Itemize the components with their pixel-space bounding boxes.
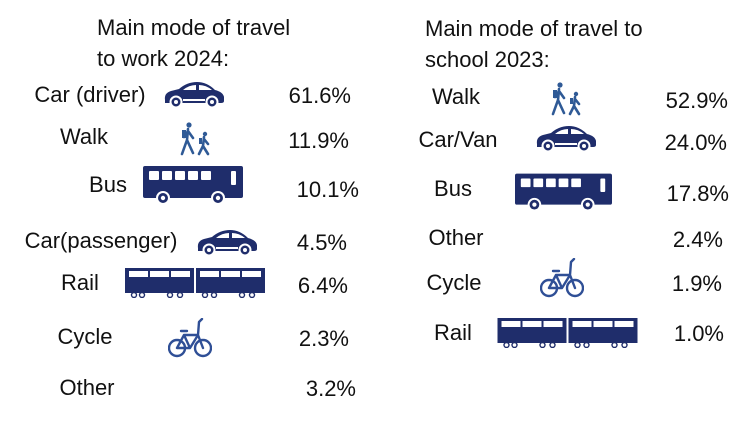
row-value: 10.1% xyxy=(296,177,359,202)
row-value: 1.0% xyxy=(673,321,724,346)
bus-icon xyxy=(143,166,243,206)
row-value: 24.0% xyxy=(664,130,727,155)
bicycle-icon xyxy=(168,318,212,358)
row-value: 61.6% xyxy=(288,83,351,108)
row-value: 17.8% xyxy=(666,181,729,206)
car-icon xyxy=(163,80,225,108)
row-label: Car(passenger) xyxy=(24,228,178,253)
work-title-line2: to work 2024: xyxy=(97,46,230,71)
train-icon xyxy=(125,268,265,298)
school-title-line2: school 2023: xyxy=(425,47,550,72)
row-label: Other xyxy=(428,225,484,250)
bus-icon xyxy=(515,173,612,213)
row-value: 1.9% xyxy=(671,271,722,296)
car-icon xyxy=(196,228,258,256)
row-label: Cycle xyxy=(426,270,482,295)
row-value: 11.9% xyxy=(288,128,349,153)
row-label: Car (driver) xyxy=(34,82,146,107)
bicycle-icon xyxy=(540,258,584,298)
school-title-line1: Main mode of travel to xyxy=(425,16,643,41)
row-label: Walk xyxy=(431,84,481,109)
walking-icon xyxy=(180,122,214,156)
row-value: 2.4% xyxy=(672,227,723,252)
row-value: 4.5% xyxy=(296,230,347,255)
walking-icon xyxy=(551,82,585,116)
row-value: 3.2% xyxy=(305,376,356,401)
row-label: Other xyxy=(59,375,115,400)
row-label: Bus xyxy=(89,172,127,197)
row-value: 52.9% xyxy=(665,88,728,113)
row-label: Bus xyxy=(434,176,472,201)
row-label: Rail xyxy=(61,270,99,295)
row-label: Rail xyxy=(434,320,472,345)
row-label: Car/Van xyxy=(418,127,498,152)
row-value: 6.4% xyxy=(297,273,348,298)
row-label: Cycle xyxy=(57,324,113,349)
row-label: Walk xyxy=(59,124,109,149)
train-icon xyxy=(497,318,638,348)
car-icon xyxy=(535,124,597,152)
row-value: 2.3% xyxy=(298,326,349,351)
work-title-line1: Main mode of travel xyxy=(97,15,291,40)
